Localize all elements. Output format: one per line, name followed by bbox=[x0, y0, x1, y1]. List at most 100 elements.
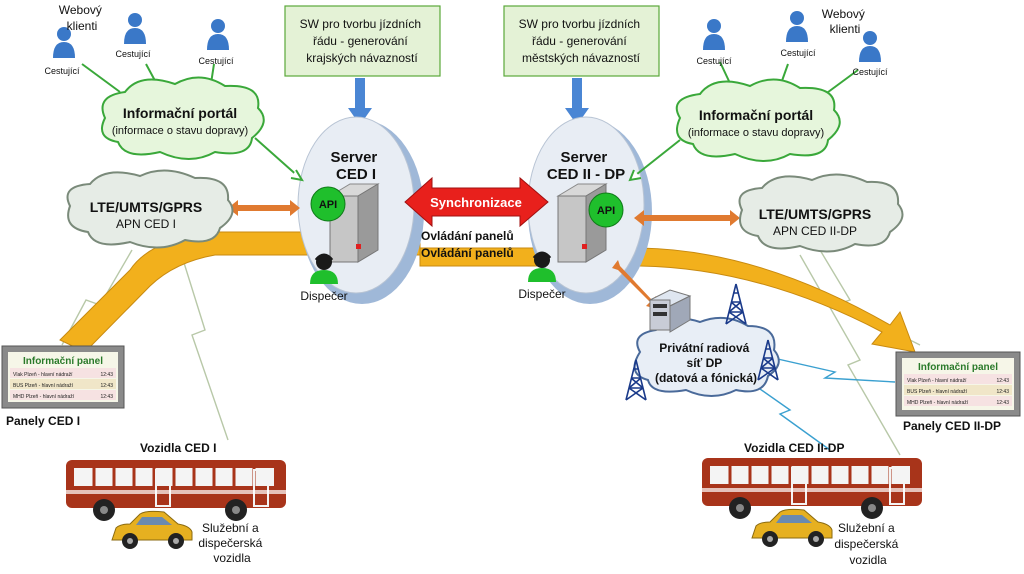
panel-control-label-left: Ovládání panelů bbox=[421, 229, 514, 243]
panel-row-time: 12:43 bbox=[996, 400, 1009, 406]
panel-row bbox=[904, 374, 1012, 384]
passenger-label: Cestující bbox=[852, 67, 888, 77]
sw-box-right: SW pro tvorbu jízdních řádu - generování… bbox=[503, 5, 660, 77]
portal-title-left: Informační portál bbox=[123, 105, 237, 121]
multiline-text: řádu - generování bbox=[313, 34, 408, 48]
multiline-text: SW pro tvorbu jízdních bbox=[300, 17, 421, 31]
panel-control-label-right: Ovládání panelů bbox=[421, 246, 514, 260]
panel-row-text: Vlak Plzeň - hlavní nádraží bbox=[13, 372, 73, 378]
info-portal-cloud-right: Informační portál (informace o stavu dop… bbox=[675, 78, 841, 162]
service-line-2: dispečerská bbox=[198, 536, 262, 550]
radio-server-icon bbox=[648, 289, 692, 333]
sw-to-server-arrows bbox=[348, 78, 589, 125]
car-icon bbox=[751, 508, 833, 548]
passenger-label: Cestující bbox=[198, 56, 234, 66]
sync-arrow: Synchronizace bbox=[404, 176, 549, 228]
passenger-icon bbox=[703, 19, 725, 50]
private-radio-cloud: Privátní radiová síť DP (datová a fónick… bbox=[625, 283, 780, 401]
server-ced-ii-title: Server bbox=[561, 149, 608, 166]
api-label-right: API bbox=[597, 205, 615, 217]
dispatcher-right: Dispečer bbox=[518, 250, 566, 301]
vehicles-label-left: Vozidla CED I bbox=[140, 441, 216, 455]
panel-row bbox=[904, 396, 1012, 406]
panel-row-time: 12:43 bbox=[996, 389, 1009, 395]
portal-sub-left: (informace o stavu dopravy) bbox=[112, 125, 248, 137]
panels-label-left: Panely CED I bbox=[6, 414, 80, 428]
sync-label: Synchronizace bbox=[430, 195, 522, 210]
multiline-text: klienti bbox=[67, 19, 98, 33]
clients-left: Cestující Cestující Cestující Webový kli… bbox=[44, 3, 234, 76]
passenger-icon bbox=[859, 31, 881, 62]
panel-row bbox=[10, 390, 116, 400]
portal-sub-right: (informace o stavu dopravy) bbox=[688, 127, 824, 139]
panel-title-right: Informační panel bbox=[918, 362, 998, 373]
car-icon bbox=[111, 510, 193, 550]
service-line-3: vozidla bbox=[849, 553, 887, 567]
panel-row-text: BUS Plzeň - hlavní nádraží bbox=[907, 389, 968, 395]
lte-cloud-right: LTE/UMTS/GPRS APN CED II-DP bbox=[738, 173, 904, 253]
radio-line-3: (datová a fónická) bbox=[655, 371, 757, 385]
passenger-label: Cestující bbox=[44, 66, 80, 76]
panel-row-text: MHD Plzeň - hlavní nádraží bbox=[13, 394, 75, 400]
panel-row bbox=[904, 385, 1012, 395]
svg-text:Privátní radiová síť DP: Privátní radiová síť DP (datová a fónick… bbox=[655, 341, 757, 385]
svg-text:SW pro tvorbu jízdních ř: SW pro tvorbu jízdních řádu - generování… bbox=[300, 17, 425, 65]
info-panel-left: Informační panel Vlak Plzeň - hlavní nád… bbox=[1, 345, 125, 428]
server-ced-ii-dp: Server CED II - DP API bbox=[527, 116, 652, 304]
api-label-left: API bbox=[319, 199, 337, 211]
svg-text:SW pro tvorbu jízdních ř: SW pro tvorbu jízdních řádu - generování… bbox=[519, 17, 644, 65]
passenger-label: Cestující bbox=[780, 48, 816, 58]
svg-text:Služební a dispečerská: Služební a dispečerská vozidla bbox=[834, 521, 901, 567]
multiline-text: SW pro tvorbu jízdních bbox=[519, 17, 640, 31]
bus-icon bbox=[64, 458, 288, 523]
passenger-icon bbox=[786, 11, 808, 42]
multiline-text: městských návazností bbox=[522, 51, 641, 65]
radio-line-2: síť DP bbox=[687, 356, 723, 370]
api-badge-right bbox=[588, 192, 624, 228]
panel-control-labels: Ovládání panelů Ovládání panelů bbox=[421, 229, 514, 260]
vehicles-left: Vozidla CED I Služební a dispečerská voz… bbox=[64, 441, 288, 565]
svg-text:Server CED II - DP: Server CED II - DP bbox=[547, 149, 625, 183]
dispatcher-left: Dispečer bbox=[300, 252, 348, 303]
server-ced-i-title: Server bbox=[331, 149, 378, 166]
sw-box-left: SW pro tvorbu jízdních řádu - generování… bbox=[284, 5, 441, 77]
passenger-label: Cestující bbox=[696, 56, 732, 66]
clients-right: Cestující Cestující Cestující Webový kli… bbox=[696, 7, 888, 77]
bus-icon bbox=[700, 456, 924, 521]
vehicles-right: Vozidla CED II-DP Služební a dispečerská… bbox=[700, 441, 924, 567]
portal-title-right: Informační portál bbox=[699, 107, 813, 123]
passenger-label: Cestující bbox=[115, 49, 151, 59]
multiline-text: Webový bbox=[822, 7, 865, 21]
panel-row-time: 12:43 bbox=[996, 378, 1009, 384]
radio-line-1: Privátní radiová bbox=[659, 341, 749, 355]
panel-row-text: BUS Plzeň - hlavní nádraží bbox=[13, 383, 74, 389]
multiline-text: řádu - generování bbox=[532, 34, 627, 48]
panel-row-text: MHD Plzeň - hlavní nádraží bbox=[907, 400, 969, 406]
lte-title-left: LTE/UMTS/GPRS bbox=[90, 199, 203, 215]
panel-row bbox=[10, 368, 116, 378]
api-badge-left bbox=[310, 186, 346, 222]
service-line-2: dispečerská bbox=[834, 537, 898, 551]
dispatcher-left-label: Dispečer bbox=[300, 289, 347, 303]
multiline-text: krajských návazností bbox=[306, 51, 418, 65]
lte-server-links bbox=[228, 200, 740, 310]
panel-row-text: Vlak Plzeň - hlavní nádraží bbox=[907, 378, 967, 384]
info-portal-cloud-left: Informační portál (informace o stavu dop… bbox=[101, 76, 265, 160]
panel-title-left: Informační panel bbox=[23, 356, 103, 367]
lte-cloud-left: LTE/UMTS/GPRS APN CED I bbox=[66, 169, 234, 249]
passenger-icon bbox=[207, 19, 229, 50]
lte-title-right: LTE/UMTS/GPRS bbox=[759, 206, 872, 222]
panel-row-time: 12:43 bbox=[100, 383, 113, 389]
lte-sub-left: APN CED I bbox=[116, 217, 176, 231]
service-line-1: Služební a bbox=[202, 521, 259, 535]
panel-row-time: 12:43 bbox=[100, 372, 113, 378]
panels-label-right: Panely CED II-DP bbox=[903, 419, 1001, 433]
svg-text:Webový klienti: Webový klienti bbox=[822, 7, 868, 36]
vehicles-label-right: Vozidla CED II-DP bbox=[744, 441, 844, 455]
service-line-1: Služební a bbox=[838, 521, 895, 535]
multiline-text: Webový bbox=[59, 3, 102, 17]
service-line-3: vozidla bbox=[213, 551, 251, 565]
server-ced-i-subtitle: CED I bbox=[336, 166, 376, 183]
info-panel-right: Informační panel Vlak Plzeň - hlavní nád… bbox=[895, 351, 1021, 433]
